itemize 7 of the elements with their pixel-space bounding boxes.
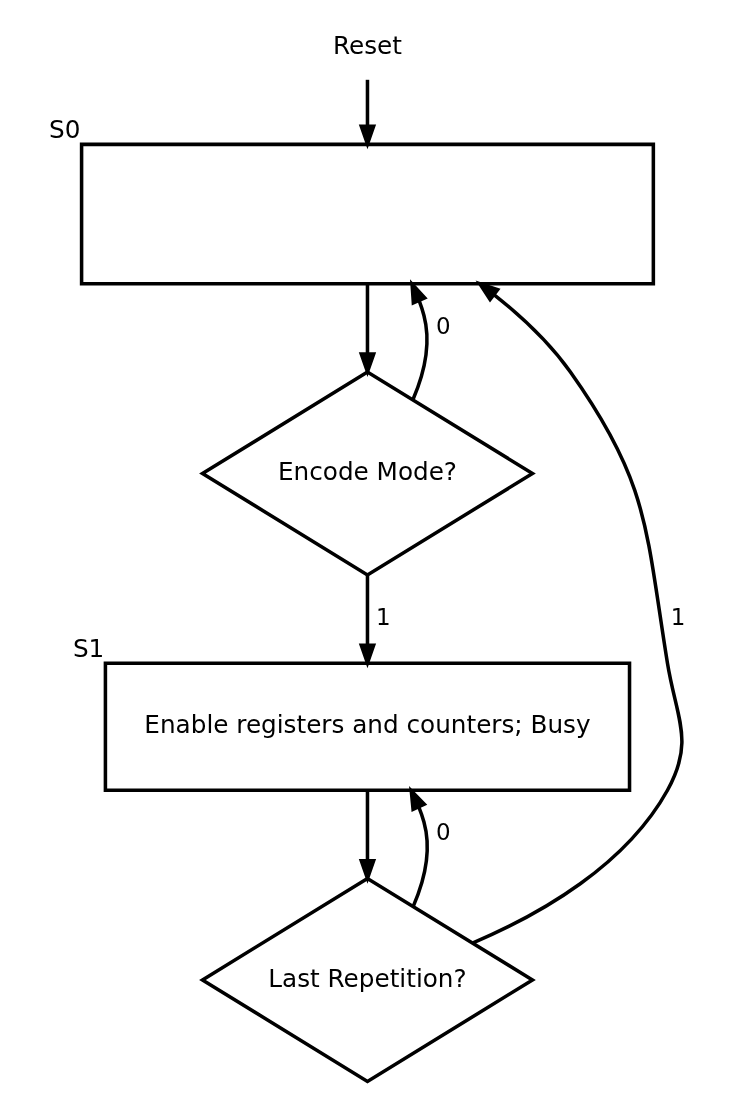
node-label: S0 (48, 114, 81, 144)
edge-label: 0 (435, 819, 451, 846)
node-text: Reset (332, 30, 402, 60)
edge-label: 0 (435, 312, 451, 339)
edge-label: 1 (670, 604, 685, 631)
node-label: S1 (72, 633, 104, 663)
edge-label: 1 (375, 604, 391, 631)
